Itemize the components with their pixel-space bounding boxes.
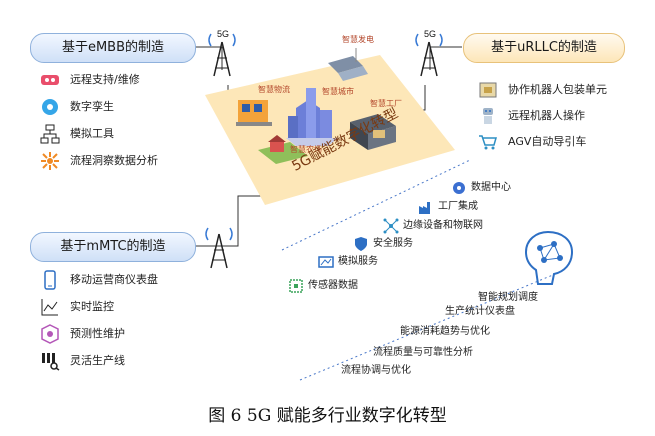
embb-item-label: 模拟工具 xyxy=(70,124,114,144)
mmtc-item-label: 预测性维护 xyxy=(70,324,125,344)
label-energy: 智慧发电 xyxy=(342,34,374,45)
analytics-item: 流程质量与可靠性分析 xyxy=(373,346,473,360)
data-layer-label: 数据中心 xyxy=(471,180,511,196)
analytics-item: 能源消耗趋势与优化 xyxy=(400,325,490,339)
digital-twin-icon xyxy=(40,97,60,117)
data-layer-label: 安全服务 xyxy=(373,236,413,252)
5g-tower-icon: 5G xyxy=(205,28,239,78)
data-center-icon xyxy=(451,180,467,196)
data-layer-label: 模拟服务 xyxy=(338,254,378,270)
figure-caption: 图 6 5G 赋能多行业数字化转型 xyxy=(0,401,655,426)
analytics-item: 流程协调与优化 xyxy=(341,364,411,378)
predictive-maintenance-icon xyxy=(40,324,60,344)
data-layer-label: 工厂集成 xyxy=(438,199,478,215)
flowchart-icon xyxy=(40,124,60,144)
sensor-icon xyxy=(288,278,304,294)
tower-label: 5G xyxy=(217,29,229,39)
security-shield-icon xyxy=(353,236,369,252)
agv-cart-icon xyxy=(478,132,498,152)
production-line-icon xyxy=(40,351,60,371)
simulation-icon xyxy=(318,254,334,270)
mmtc-item-label: 实时监控 xyxy=(70,297,114,317)
embb-item-label: 数字孪生 xyxy=(70,97,114,117)
process-analytics-icon xyxy=(40,151,60,171)
solar-panel-icon xyxy=(328,48,368,81)
tower-label: 5G xyxy=(424,29,436,39)
mmtc-title: 基于mMTC的制造 xyxy=(30,232,196,262)
analytics-item: 生产统计仪表盘 xyxy=(445,305,515,319)
5g-tower-icon: 5G xyxy=(412,28,446,78)
urllc-item-label: 远程机器人操作 xyxy=(508,106,585,126)
label-city: 智慧城市 xyxy=(322,86,354,97)
factory-icon xyxy=(418,199,434,215)
monitor-chart-icon xyxy=(40,297,60,317)
edge-iot-icon xyxy=(383,218,399,234)
robot-icon xyxy=(478,106,498,126)
data-layer-label: 传感器数据 xyxy=(308,278,358,294)
data-layer-label: 边缘设备和物联网 xyxy=(403,218,483,234)
mobile-dashboard-icon xyxy=(40,270,60,290)
urllc-item-label: 协作机器人包装单元 xyxy=(508,80,607,100)
5g-tower-icon xyxy=(202,222,236,272)
embb-item-label: 远程支持/维修 xyxy=(70,70,140,90)
embb-title: 基于eMBB的制造 xyxy=(30,33,196,63)
vr-headset-icon xyxy=(40,70,60,90)
ai-brain-icon xyxy=(518,228,580,290)
logistics-icon xyxy=(236,100,272,126)
mmtc-item-label: 移动运营商仪表盘 xyxy=(70,270,158,290)
analytics-item: 智能规划调度 xyxy=(478,291,538,305)
embb-item-label: 流程洞察数据分析 xyxy=(70,151,158,171)
urllc-title: 基于uRLLC的制造 xyxy=(463,33,625,63)
packaging-robot-icon xyxy=(478,80,498,100)
label-logistics: 智慧物流 xyxy=(258,84,290,95)
urllc-item-label: AGV自动导引车 xyxy=(508,132,586,152)
mmtc-item-label: 灵活生产线 xyxy=(70,351,125,371)
